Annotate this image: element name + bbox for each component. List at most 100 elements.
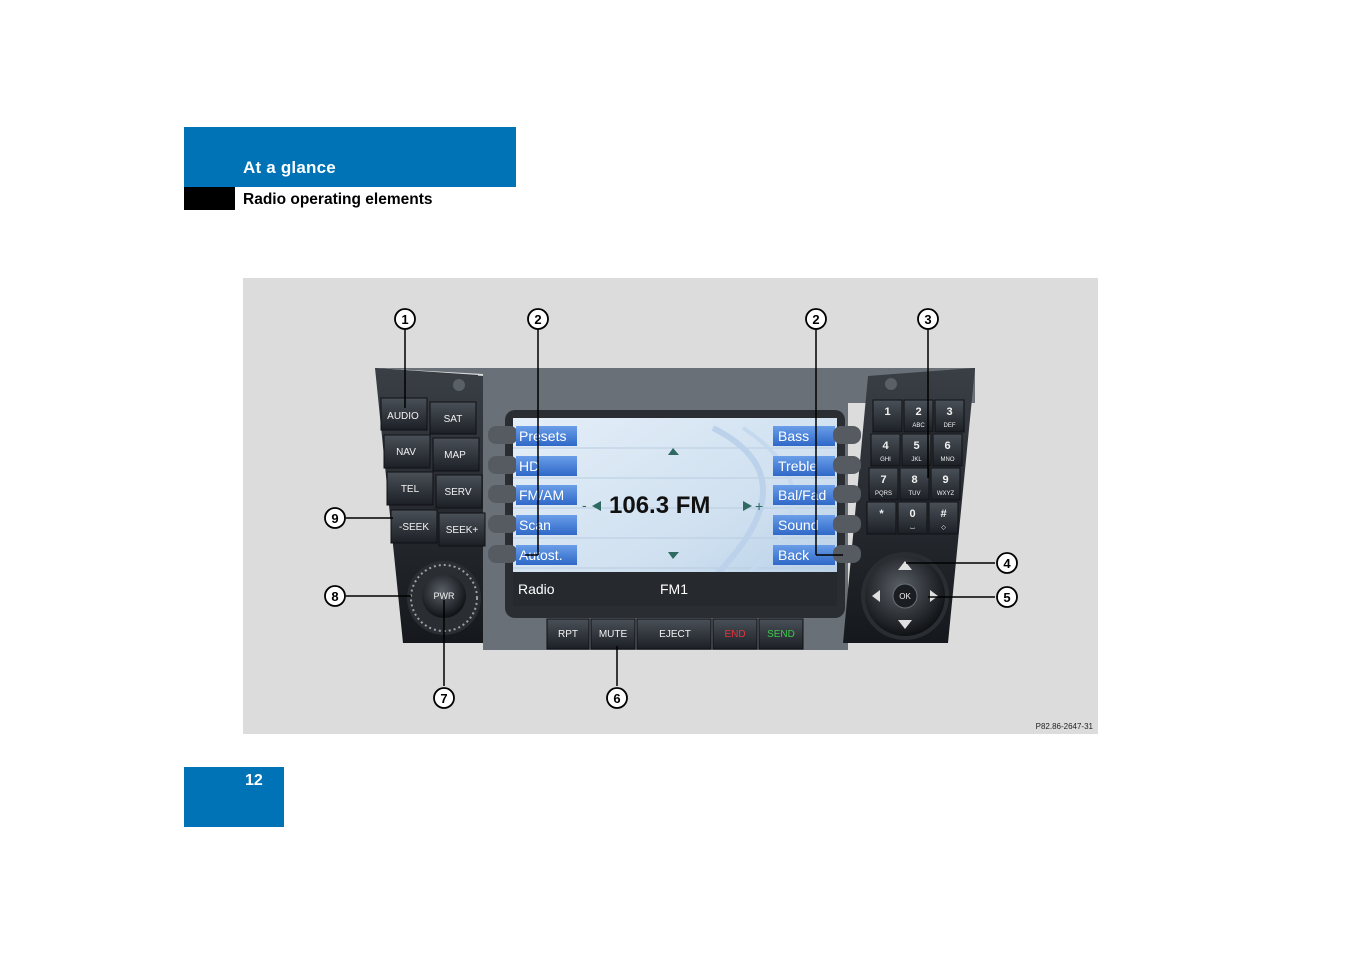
page-number: 12 <box>245 772 263 789</box>
right-sensor <box>885 378 897 390</box>
treble-softkey[interactable] <box>773 456 835 476</box>
keypad-key-6[interactable] <box>932 433 963 467</box>
autost-softkey[interactable] <box>516 545 577 565</box>
left-softkey-5-button[interactable] <box>488 545 518 563</box>
keypad-digit: * <box>879 508 884 520</box>
keypad-letters: DEF <box>944 423 956 429</box>
bass-softkey[interactable] <box>773 426 835 446</box>
keypad-digit: 3 <box>946 406 952 418</box>
keypad-key-5[interactable] <box>901 433 932 467</box>
keypad-digit: 7 <box>880 474 886 486</box>
dpad-up-icon[interactable] <box>898 561 912 570</box>
dpad-down-icon[interactable] <box>898 620 912 629</box>
keypad-letters: MNO <box>941 457 955 463</box>
sound-softkey[interactable] <box>773 515 835 535</box>
keypad-digit: 9 <box>942 474 948 486</box>
keypad-letters: JKL <box>911 457 922 463</box>
keypad-key-4[interactable] <box>870 433 901 467</box>
presets-softkey[interactable] <box>516 426 577 446</box>
seek-up-label: SEEK+ <box>446 525 479 536</box>
radio-figure: AUDIO SAT NAV MAP TEL SERV -SEEK SEEK+ P… <box>243 278 1098 734</box>
bal-fad-softkey[interactable] <box>773 485 835 505</box>
serv-button[interactable] <box>435 474 483 509</box>
mute-button[interactable] <box>590 618 636 650</box>
tune-up-plus: + <box>755 498 763 514</box>
callout-circle-1 <box>394 308 416 330</box>
tune-down-icon <box>592 501 601 511</box>
right-softkey-5-button[interactable] <box>833 545 861 563</box>
nav-label: NAV <box>396 447 416 458</box>
keypad-digit: # <box>940 508 946 520</box>
dpad-left-icon[interactable] <box>872 590 880 602</box>
back-softkey[interactable] <box>773 545 835 565</box>
keypad-key-1[interactable] <box>872 399 903 433</box>
map-button[interactable] <box>432 437 480 472</box>
eject-button[interactable] <box>636 618 712 650</box>
rpt-label: RPT <box>558 629 578 640</box>
callout-circle-9 <box>324 507 346 529</box>
callout-circle-8 <box>324 585 346 607</box>
end-button[interactable] <box>712 618 758 650</box>
callout-circle-2a <box>527 308 549 330</box>
keypad-key-12[interactable] <box>928 501 959 535</box>
keypad-key-10[interactable] <box>866 501 897 535</box>
subsection-title: Radio operating elements <box>243 191 433 208</box>
callout-lines <box>346 329 995 686</box>
left-softkey-1-button[interactable] <box>488 426 518 444</box>
keypad-letters: GHI <box>880 457 891 463</box>
keypad-key-9[interactable] <box>930 467 961 501</box>
keypad-digit: 2 <box>915 406 921 418</box>
rpt-button[interactable] <box>546 618 590 650</box>
fm-am-label: FM/AM <box>519 487 564 503</box>
keypad-key-8[interactable] <box>899 467 930 501</box>
hd-softkey[interactable] <box>516 456 577 476</box>
figure-reference-code: P82.86-2647-31 <box>1036 722 1094 731</box>
bottom-button-row: RPT MUTE EJECT END SEND <box>546 618 804 650</box>
seek-up-button[interactable] <box>438 512 486 547</box>
section-title: At a glance <box>243 158 336 177</box>
volume-knob[interactable] <box>422 574 466 618</box>
keypad-digit: 4 <box>882 440 889 452</box>
keypad-key-7[interactable] <box>868 467 899 501</box>
subsection-marker <box>184 187 235 210</box>
seek-down-button[interactable] <box>390 509 438 544</box>
nav-button[interactable] <box>383 434 431 469</box>
tune-down-minus: - <box>582 497 587 513</box>
audio-button[interactable] <box>380 397 428 431</box>
left-softkey-2-button[interactable] <box>488 456 518 474</box>
callout-5: 5 <box>1003 590 1010 605</box>
left-softkey-4-button[interactable] <box>488 515 518 533</box>
right-softkey-4-button[interactable] <box>833 515 861 533</box>
callout-circle-6 <box>606 687 628 709</box>
radio-illustration: AUDIO SAT NAV MAP TEL SERV -SEEK SEEK+ P… <box>324 308 1094 731</box>
autost-label: Autost. <box>519 547 563 563</box>
band-label: FM1 <box>660 581 688 597</box>
callout-circle-2b <box>805 308 827 330</box>
dpad-right-icon[interactable] <box>930 590 938 602</box>
screen-swirl-1 <box>710 425 766 581</box>
keypad-key-3[interactable] <box>934 399 965 433</box>
tel-label: TEL <box>401 484 420 495</box>
status-bar <box>513 572 837 606</box>
scan-softkey[interactable] <box>516 515 577 535</box>
callout-circle-4 <box>996 552 1018 574</box>
mute-label: MUTE <box>599 629 628 640</box>
keypad-digit: 5 <box>913 440 919 452</box>
serv-label: SERV <box>444 487 471 498</box>
fm-am-softkey[interactable] <box>516 485 577 505</box>
right-softkey-2-button[interactable] <box>833 456 861 474</box>
tel-button[interactable] <box>386 471 434 506</box>
keypad-letters: ABC <box>912 423 925 429</box>
right-softkey-3-button[interactable] <box>833 485 861 503</box>
eject-label: EJECT <box>659 629 691 640</box>
callout-2b: 2 <box>812 312 819 327</box>
right-softkey-1-button[interactable] <box>833 426 861 444</box>
send-button[interactable] <box>758 618 804 650</box>
ok-button[interactable] <box>892 583 918 609</box>
callout-circle-5 <box>996 586 1018 608</box>
callout-4: 4 <box>1003 556 1011 571</box>
keypad-key-11[interactable] <box>897 501 928 535</box>
screen-grid <box>513 447 837 569</box>
sat-button[interactable] <box>429 401 477 435</box>
left-softkey-3-button[interactable] <box>488 485 518 503</box>
